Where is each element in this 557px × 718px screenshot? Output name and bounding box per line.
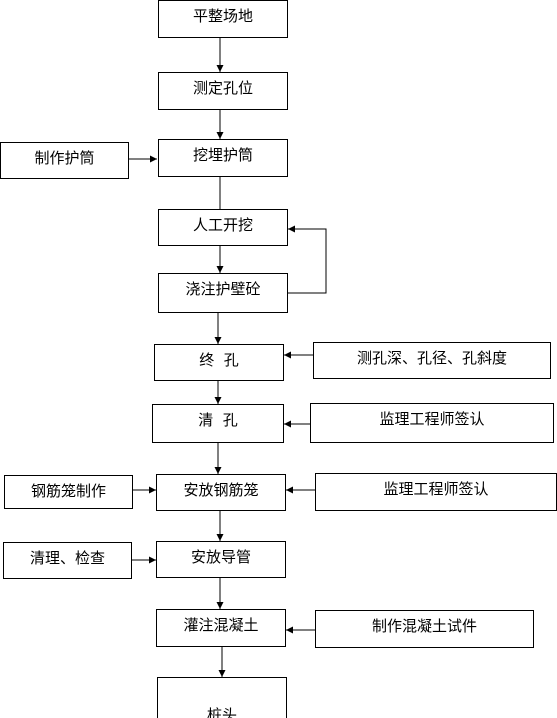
step-clean-hole: 清 孔 <box>152 404 284 443</box>
step-manual-dig: 人工开挖 <box>158 209 288 246</box>
loop-arrow-repeat-dig <box>288 225 327 294</box>
step-place-cage: 安放钢筋笼 <box>156 474 286 511</box>
input-clean-check: 清理、检查 <box>3 542 132 579</box>
step-level-site: 平整场地 <box>158 0 288 38</box>
input-supervisor-sign-2: 监理工程师签认 <box>315 473 557 511</box>
step-measure-hole: 测定孔位 <box>158 72 288 110</box>
input-make-cage: 钢筋笼制作 <box>4 475 133 509</box>
step-pile-head: 桩头 <box>157 677 287 718</box>
step-final-hole: 终 孔 <box>154 344 284 381</box>
input-make-casing: 制作护筒 <box>0 142 129 179</box>
step-place-pipe: 安放导管 <box>156 541 286 578</box>
input-supervisor-sign-1: 监理工程师签认 <box>310 403 554 443</box>
input-measure-depth: 测孔深、孔径、孔斜度 <box>313 342 551 379</box>
step-pour-wall: 浇注护壁砼 <box>158 273 288 313</box>
input-make-specimen: 制作混凝土试件 <box>315 610 534 648</box>
step-pour-concrete: 灌注混凝土 <box>156 609 286 647</box>
step-bury-casing: 挖埋护筒 <box>158 139 288 177</box>
